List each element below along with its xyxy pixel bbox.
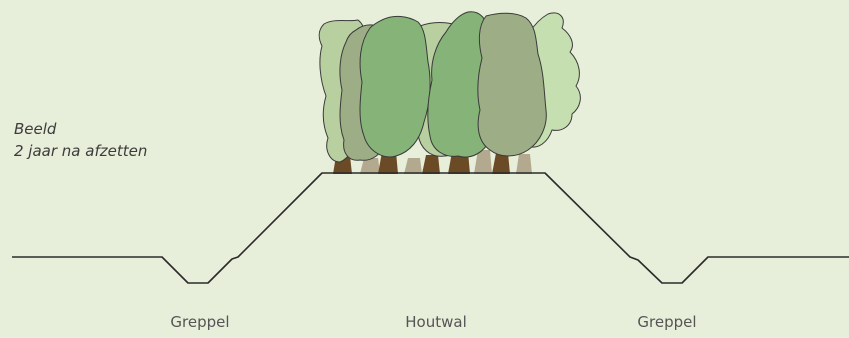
trunk (404, 158, 422, 174)
tree-crown-right-dark (477, 12, 547, 157)
trunk (474, 150, 492, 174)
caption-title: Beeld (14, 120, 57, 138)
ground-profile (12, 172, 849, 284)
trunk (360, 158, 380, 174)
trunk (516, 154, 532, 174)
diagram-caption: Beeld 2 jaar na afzetten (14, 118, 147, 162)
trunk (492, 153, 510, 174)
label-bank: Houtwal (405, 313, 467, 331)
trunk (422, 155, 440, 174)
tree-crowns (318, 11, 581, 163)
tree-trunks (333, 150, 532, 174)
caption-subtitle: 2 jaar na afzetten (14, 142, 148, 160)
trunk (378, 152, 398, 174)
tree-crown-left-large (359, 15, 431, 158)
label-ditch-left: Greppel (170, 313, 230, 331)
label-ditch-right: Greppel (637, 313, 697, 331)
